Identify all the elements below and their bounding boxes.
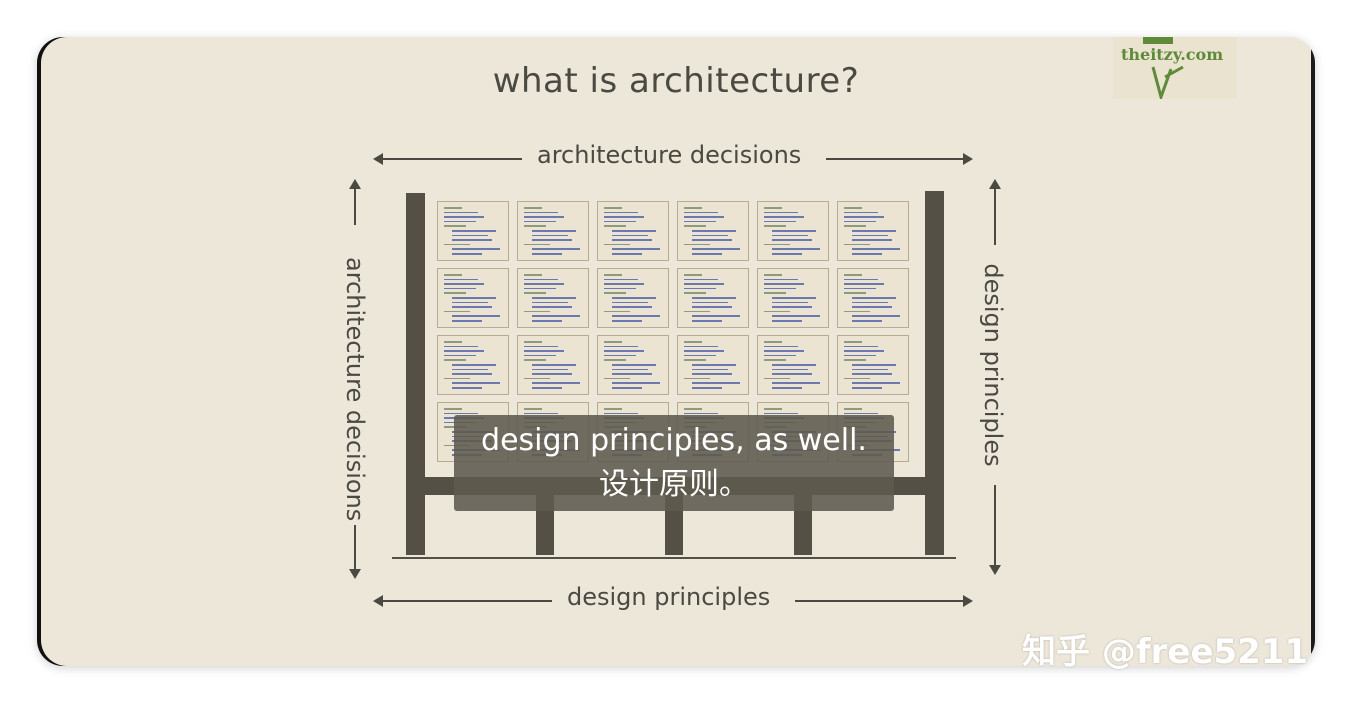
watermark: 知乎 @free5211: [1022, 632, 1309, 672]
ground-line: [392, 557, 956, 559]
left-arrow-top-line: [354, 183, 356, 225]
subtitle-english: design principles, as well.: [481, 423, 867, 458]
code-card: [837, 335, 909, 395]
left-label: architecture decisions: [341, 257, 369, 522]
bottom-arrow-left-icon: [373, 595, 383, 607]
code-card: [437, 201, 509, 261]
left-arrow-down-icon: [349, 569, 361, 579]
code-card: [437, 268, 509, 328]
top-arrow-left-icon: [373, 153, 383, 165]
code-card: [677, 201, 749, 261]
slide-title: what is architecture?: [492, 61, 860, 101]
right-label: design principles: [979, 263, 1007, 467]
code-card: [517, 335, 589, 395]
left-arrow-bottom-line: [354, 525, 356, 575]
top-label: architecture decisions: [537, 141, 802, 169]
code-card: [837, 268, 909, 328]
bottom-arrow-right-icon: [963, 595, 973, 607]
right-arrow-top-line: [994, 183, 996, 245]
right-arrow-down-icon: [989, 565, 1001, 575]
code-card: [517, 201, 589, 261]
right-arrow-up-icon: [989, 179, 1001, 189]
code-card: [757, 268, 829, 328]
bottom-label: design principles: [567, 583, 771, 611]
left-post: [406, 193, 425, 555]
right-arrow-bottom-line: [994, 485, 996, 571]
left-arrow-up-icon: [349, 179, 361, 189]
code-card: [677, 335, 749, 395]
code-card: [517, 268, 589, 328]
top-arrow-left-line: [377, 158, 522, 160]
subtitle-chinese: 设计原则。: [599, 467, 749, 502]
bottom-arrow-right-line: [795, 600, 966, 602]
top-arrow-right-icon: [963, 153, 973, 165]
code-card: [597, 201, 669, 261]
right-post: [925, 191, 944, 555]
logo-mark-icon: [1143, 37, 1184, 99]
theitzy-logo: theitzy.com: [1113, 37, 1237, 99]
code-card: [597, 268, 669, 328]
code-card: [437, 335, 509, 395]
code-card: [597, 335, 669, 395]
code-card: [837, 201, 909, 261]
code-card: [757, 335, 829, 395]
code-card: [757, 201, 829, 261]
video-slide: what is architecture? theitzy.com archit…: [37, 37, 1315, 666]
subtitle-box: design principles, as well. 设计原则。: [454, 415, 894, 511]
bottom-arrow-left-line: [377, 600, 552, 602]
top-arrow-right-line: [826, 158, 966, 160]
logo-text: theitzy.com: [1121, 45, 1224, 64]
code-card: [677, 268, 749, 328]
